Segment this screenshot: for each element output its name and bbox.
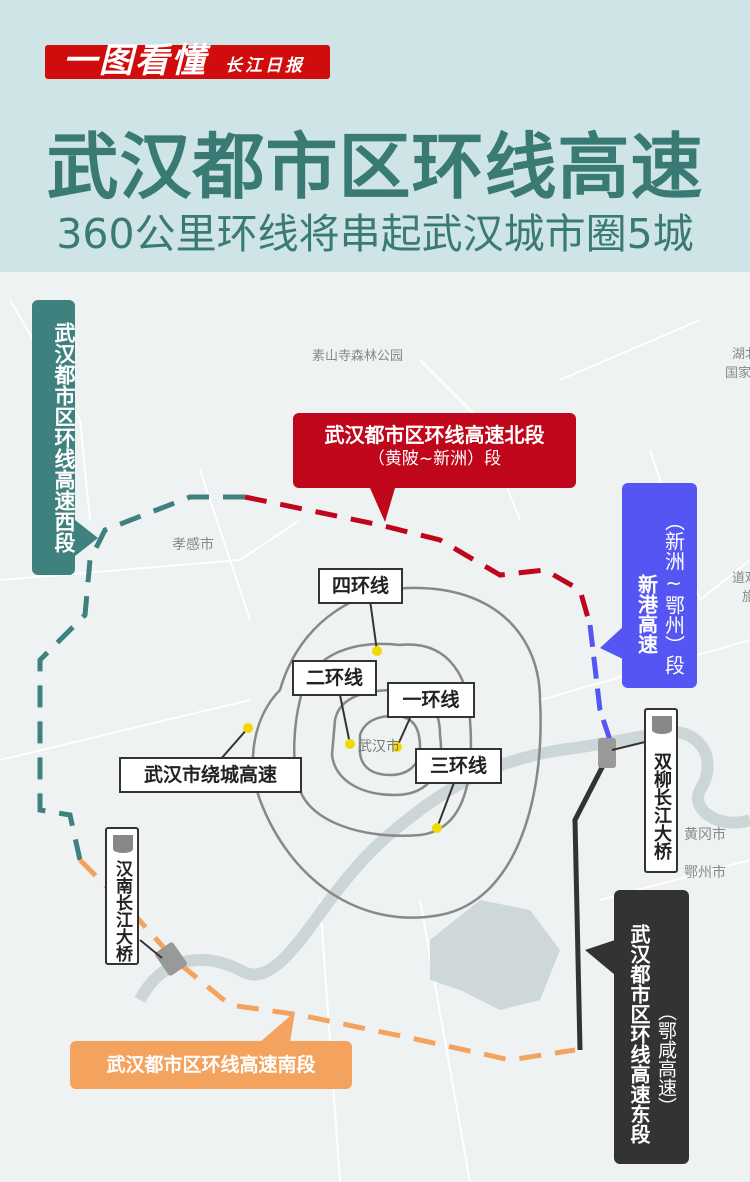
- pointers: [139, 599, 646, 959]
- logo-main: 一图看懂: [63, 41, 207, 81]
- west-tail: [70, 520, 98, 560]
- shuangliu-bridge-label: 双柳长江大桥: [644, 708, 678, 873]
- ring1-label: 一环线: [387, 682, 475, 718]
- east-tail: [585, 940, 615, 975]
- logo: 一图看懂 长江日报: [45, 41, 330, 81]
- xingang-segment-label: （新洲~鄂州）段 新港高速: [622, 483, 697, 688]
- ring3-label: 三环线: [415, 748, 502, 784]
- hannan-bridge-label: 汉南长江大桥: [105, 827, 139, 965]
- ring2-path: [330, 688, 443, 797]
- header: 一图看懂 长江日报 武汉都市区环线高速 360公里环线将串起武汉城市圈5城: [0, 0, 750, 272]
- ring-dots: [243, 646, 442, 833]
- xingang-segment-path: [587, 624, 613, 741]
- hannan-bridge-marker: [155, 942, 187, 976]
- east-segment-title: 武汉都市区环线高速东段: [627, 924, 652, 1144]
- place-guojia: 国家: [725, 366, 750, 381]
- xingang-tail: [600, 625, 625, 660]
- north-segment-path: [244, 494, 593, 626]
- place-suoshan: 素山寺森林公园: [312, 349, 404, 364]
- xingang-segment-title: 新港高速: [634, 573, 659, 654]
- bridge-icon: [652, 716, 672, 734]
- place-hubei: 湖北: [732, 347, 750, 362]
- place-daoguan: 道观: [732, 571, 750, 586]
- place-xiaogan: 孝感市: [172, 537, 214, 553]
- place-ezhou: 鄂州市: [684, 865, 726, 881]
- shuangliu-bridge-text: 双柳长江大桥: [651, 751, 672, 860]
- east-segment-path: [572, 750, 613, 1051]
- hannan-bridge-text: 汉南长江大桥: [112, 860, 132, 962]
- west-segment-label: 武汉都市区环线高速西段: [32, 300, 76, 575]
- place-lv: 旅: [742, 590, 750, 605]
- north-segment-sub: （黄陂~新洲）段: [367, 449, 502, 469]
- north-segment-label: 武汉都市区环线高速北段 （黄陂~新洲）段: [293, 413, 576, 488]
- north-segment-title: 武汉都市区环线高速北段: [324, 423, 545, 447]
- logo-sub: 长江日报: [225, 56, 305, 76]
- yangtze-river: [134, 725, 750, 1003]
- xingang-segment-sub: （新洲~鄂州）段: [661, 510, 686, 675]
- page-title: 武汉都市区环线高速: [46, 125, 704, 209]
- bridge-icon: [113, 835, 133, 853]
- ring2-label: 二环线: [292, 660, 377, 696]
- ring4-label: 四环线: [318, 568, 403, 604]
- east-segment-label: （鄂咸高速） 武汉都市区环线高速东段: [614, 890, 689, 1164]
- raocheng-label: 武汉市绕城高速: [119, 757, 302, 793]
- place-wuhan: 武汉市: [358, 739, 400, 755]
- lake: [430, 900, 560, 1010]
- north-tail: [370, 488, 395, 522]
- south-segment-label: 武汉都市区环线高速南段: [70, 1041, 352, 1089]
- page-subtitle: 360公里环线将串起武汉城市圈5城: [56, 210, 694, 258]
- place-huanggang: 黄冈市: [684, 827, 726, 843]
- west-segment-path: [37, 494, 245, 861]
- south-tail: [260, 1012, 295, 1042]
- east-segment-sub: （鄂咸高速）: [654, 1002, 677, 1116]
- shuangliu-bridge-marker: [598, 738, 616, 768]
